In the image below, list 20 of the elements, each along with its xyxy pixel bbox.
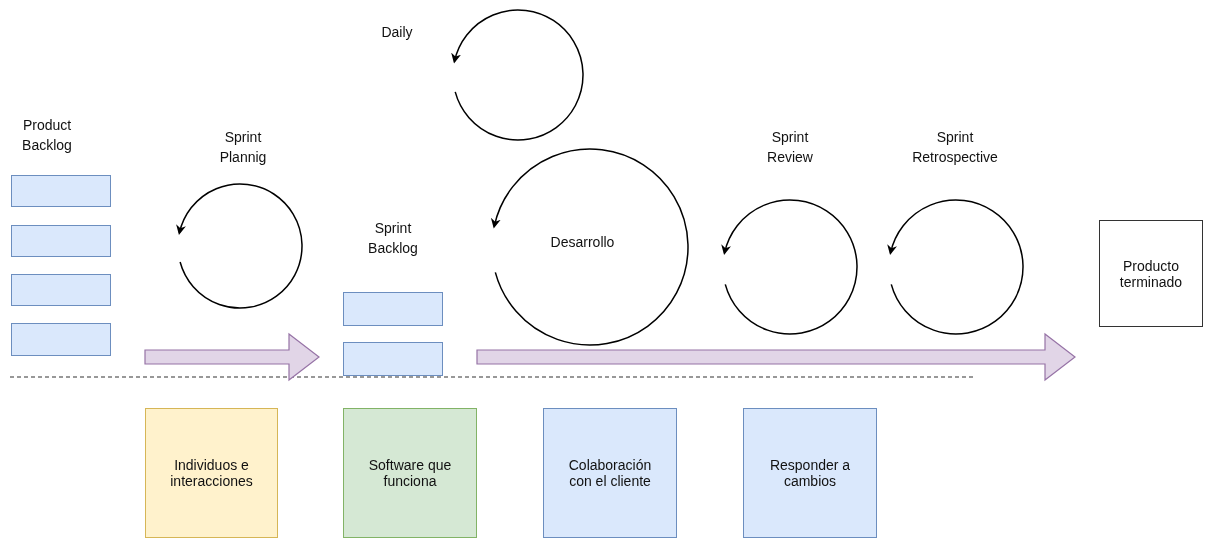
arrow	[144, 332, 320, 382]
backlog-item-box	[343, 342, 443, 376]
backlog-item-box	[11, 323, 111, 356]
value-box: Software que funciona	[343, 408, 477, 538]
sprint-backlog-label: Sprint Backlog	[367, 219, 419, 258]
sprint-retrospective-label: Sprint Retrospective	[911, 128, 999, 167]
backlog-item-box	[343, 292, 443, 326]
backlog-item-box	[11, 274, 111, 306]
sprint-review-label: Sprint Review	[766, 128, 814, 167]
backlog-item-box	[11, 175, 111, 207]
value-box: Responder a cambios	[743, 408, 877, 538]
value-box: Colaboración con el cliente	[543, 408, 677, 538]
arrow	[476, 332, 1076, 382]
development-label: Desarrollo	[549, 233, 616, 252]
product-backlog-label: Product Backlog	[21, 116, 73, 155]
value-box: Individuos e interacciones	[145, 408, 278, 538]
backlog-item-box	[11, 225, 111, 257]
product-box: Producto terminado	[1099, 220, 1203, 327]
sprint-planning-label: Sprint Plannig	[218, 128, 268, 167]
daily-label: Daily	[380, 23, 414, 42]
